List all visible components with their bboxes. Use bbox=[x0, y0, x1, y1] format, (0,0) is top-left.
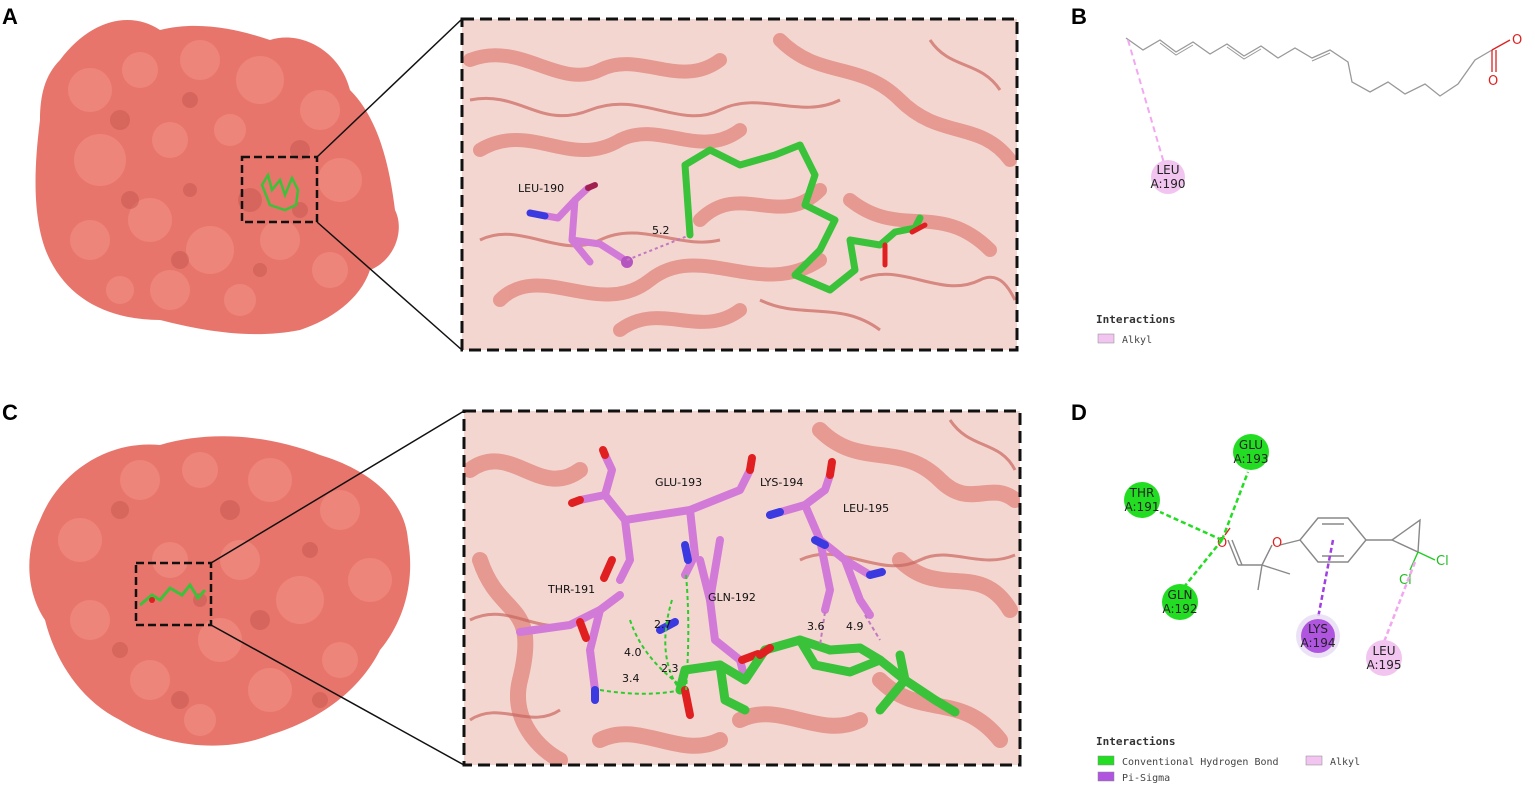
zoom-view-c bbox=[464, 411, 1020, 765]
svg-text:GLU: GLU bbox=[1239, 438, 1263, 452]
atom-cl-1-d: Cl bbox=[1436, 554, 1449, 569]
svg-text:A:194: A:194 bbox=[1301, 636, 1336, 650]
zoom-line-a-bottom bbox=[316, 221, 463, 351]
residue-label-leu195-c: LEU-195 bbox=[843, 502, 889, 515]
svg-text:Alkyl: Alkyl bbox=[1330, 757, 1360, 768]
svg-text:Conventional Hydrogen Bond: Conventional Hydrogen Bond bbox=[1122, 757, 1279, 768]
pi-contacts-c bbox=[819, 611, 881, 646]
legend-b: Interactions Alkyl bbox=[1096, 313, 1175, 346]
node-leu195-d: LEU A:195 bbox=[1366, 640, 1402, 676]
residue-label-thr191-c: THR-191 bbox=[547, 583, 595, 596]
zoom-frame-a bbox=[460, 17, 1019, 352]
residue-label-glu193-c: GLU-193 bbox=[655, 476, 702, 489]
atom-o-1-d: O bbox=[1217, 536, 1227, 551]
panel-letter-b: B bbox=[1071, 4, 1087, 29]
ligand-thumb-a bbox=[260, 171, 300, 212]
zoom-frame-c bbox=[462, 409, 1022, 767]
node-leu190-b: LEU A:190 bbox=[1151, 160, 1186, 194]
node-thr191-d: THR A:191 bbox=[1124, 482, 1160, 518]
svg-text:LEU: LEU bbox=[1156, 163, 1179, 177]
svg-text:GLN: GLN bbox=[1168, 588, 1193, 602]
node-gln192-d: GLN A:192 bbox=[1162, 584, 1198, 620]
ligand-thumb-c bbox=[139, 582, 207, 607]
zoom-line-a-top bbox=[316, 18, 463, 158]
ligand-2d-b bbox=[1125, 37, 1511, 97]
panel-letter-a: A bbox=[2, 4, 18, 29]
atom-o-1-b: O bbox=[1512, 33, 1522, 48]
zoom-line-c-top bbox=[210, 410, 465, 564]
residue-label-gln192-c: GLN-192 bbox=[708, 591, 756, 604]
svg-text:LEU: LEU bbox=[1372, 644, 1395, 658]
residue-leu190-a bbox=[526, 182, 633, 268]
svg-text:A:191: A:191 bbox=[1125, 500, 1160, 514]
node-glu193-d: GLU A:193 bbox=[1233, 434, 1269, 470]
interaction-lines-d bbox=[1159, 471, 1417, 643]
zoom-line-c-bottom bbox=[210, 624, 465, 766]
node-lys194-d: LYS A:194 bbox=[1296, 614, 1340, 658]
zoom-box-c bbox=[134, 561, 213, 627]
protein-surface-c bbox=[29, 436, 411, 746]
distance-label-c-2: 3.6 bbox=[807, 620, 825, 633]
svg-text:A:192: A:192 bbox=[1163, 602, 1198, 616]
residue-label-leu190-a: LEU-190 bbox=[518, 182, 564, 195]
svg-text:Interactions: Interactions bbox=[1096, 313, 1175, 326]
panel-letter-d: D bbox=[1071, 400, 1087, 425]
distance-label-a: 5.2 bbox=[652, 224, 670, 237]
ligand-chain-a bbox=[681, 141, 924, 294]
svg-text:A:190: A:190 bbox=[1151, 177, 1186, 191]
distance-label-c-5: 2.3 bbox=[661, 662, 679, 675]
distance-label-c-3: 4.9 bbox=[846, 620, 864, 633]
ligand-2d-d bbox=[1227, 517, 1436, 591]
svg-text:Pi-Sigma: Pi-Sigma bbox=[1122, 773, 1170, 784]
svg-text:A:195: A:195 bbox=[1367, 658, 1402, 672]
svg-text:Interactions: Interactions bbox=[1096, 735, 1175, 748]
residues-sticks-c bbox=[516, 446, 886, 704]
distance-label-c-4: 4.0 bbox=[624, 646, 642, 659]
residue-label-lys194-c: LYS-194 bbox=[760, 476, 803, 489]
zoom-box-a bbox=[240, 155, 319, 224]
alkyl-line-b bbox=[1127, 39, 1167, 171]
distance-label-c-6: 3.4 bbox=[622, 672, 640, 685]
alkyl-contact-a bbox=[626, 234, 691, 261]
distance-label-c-1: 2.7 bbox=[654, 618, 672, 631]
panel-letter-c: C bbox=[2, 400, 18, 425]
svg-text:A:193: A:193 bbox=[1234, 452, 1269, 466]
svg-text:Alkyl: Alkyl bbox=[1122, 335, 1152, 346]
legend-d: Interactions Conventional Hydrogen Bond … bbox=[1096, 735, 1360, 784]
zoom-view-a bbox=[462, 19, 1017, 350]
hbond-lines-c bbox=[599, 574, 690, 695]
atom-o-2-d: O bbox=[1272, 536, 1282, 551]
svg-text:THR: THR bbox=[1129, 486, 1155, 500]
ligand-sticks-c bbox=[675, 635, 960, 719]
protein-surface-a bbox=[35, 20, 399, 335]
svg-text:LYS: LYS bbox=[1308, 622, 1328, 636]
atom-o-2-b: O bbox=[1488, 74, 1498, 89]
